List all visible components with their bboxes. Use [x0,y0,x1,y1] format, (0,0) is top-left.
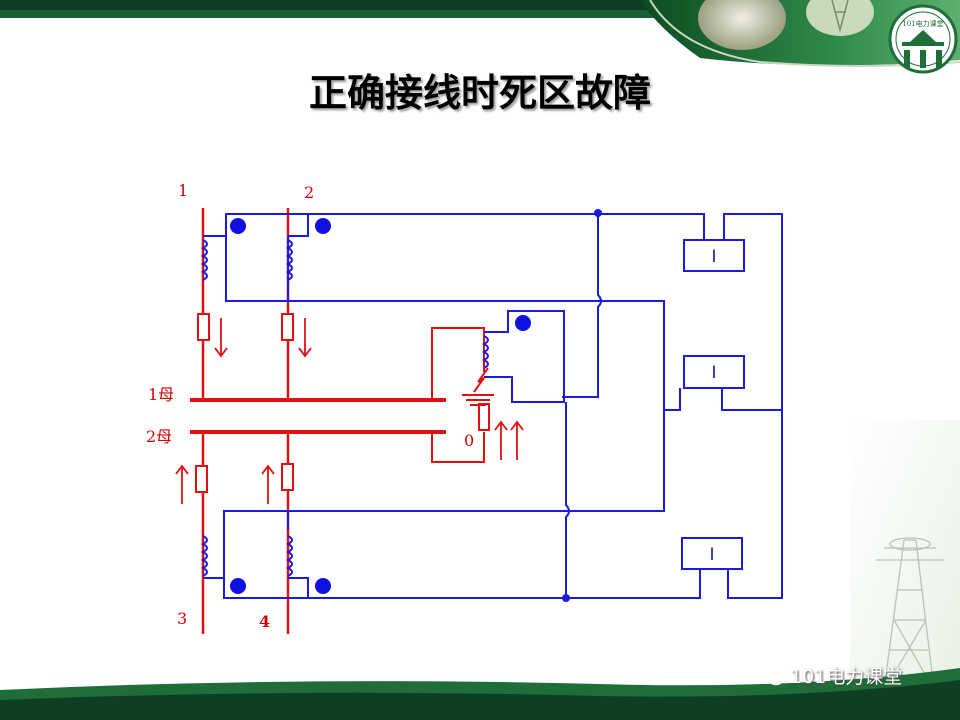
ct-coil [285,535,293,577]
ct-lead [288,577,309,598]
ct-coil [481,335,489,369]
ct-coil [285,239,293,281]
watermark-text: 101电力课堂 [790,666,903,688]
polarity-dot [515,315,531,331]
current-arrow-down [298,318,312,358]
breaker-line-2 [281,313,294,341]
fault-label: 0 [464,431,474,450]
ct-lead [223,410,665,578]
ct-coil [200,239,208,281]
ct-lead [723,213,783,599]
ct-lead [484,310,565,403]
relay-label: I [711,363,716,383]
ct-coil [200,535,208,577]
header-photo [806,0,874,36]
breaker-line-1 [197,313,210,341]
bus-coupler [431,327,490,463]
relay-1 [683,239,745,272]
line-label-1: 1 [178,181,188,200]
current-arrow-up [494,420,508,460]
fault-symbol [462,367,494,406]
ct-lead [203,568,701,599]
current-arrow-down [214,318,228,358]
header-photo [698,0,786,50]
ct-lead [225,236,681,411]
relay-3 [681,537,743,570]
ct-lead [721,388,782,411]
relay-label: I [709,545,714,565]
slide-title: 正确接线时死区故障 [308,70,651,115]
bus-coupler-breaker [478,403,490,431]
ct-lead [565,402,570,598]
transmission-tower-icon [876,537,944,691]
ct-lead [203,213,705,240]
bus-label-2: 2母 [146,427,172,446]
logo-text: 101电力课堂 [902,19,943,28]
wechat-icon [760,668,784,686]
ct-lead [288,214,309,237]
logo-badge: 101电力课堂 [888,4,958,74]
polarity-dot [315,578,331,594]
line-label-4: 4 [259,612,270,631]
breaker-line-4 [281,463,294,491]
polarity-dot [315,218,331,234]
current-arrow-up [175,464,189,504]
footer-band [0,668,960,720]
junction-dot [594,209,602,217]
line-label-3: 3 [177,609,187,628]
relay-2 [683,355,745,389]
current-arrow-up [261,464,275,504]
ct-lead [562,214,602,398]
current-arrow-up [510,420,524,460]
breaker-line-3 [195,465,208,493]
junction-dot [562,594,570,602]
relay-label: I [711,247,716,267]
polarity-dot [230,578,246,594]
line-label-2: 2 [304,183,314,202]
watermark: 101电力课堂 [760,662,902,689]
polarity-dot [230,218,246,234]
header-band [0,0,960,67]
bus-label-1: 1母 [148,385,174,404]
